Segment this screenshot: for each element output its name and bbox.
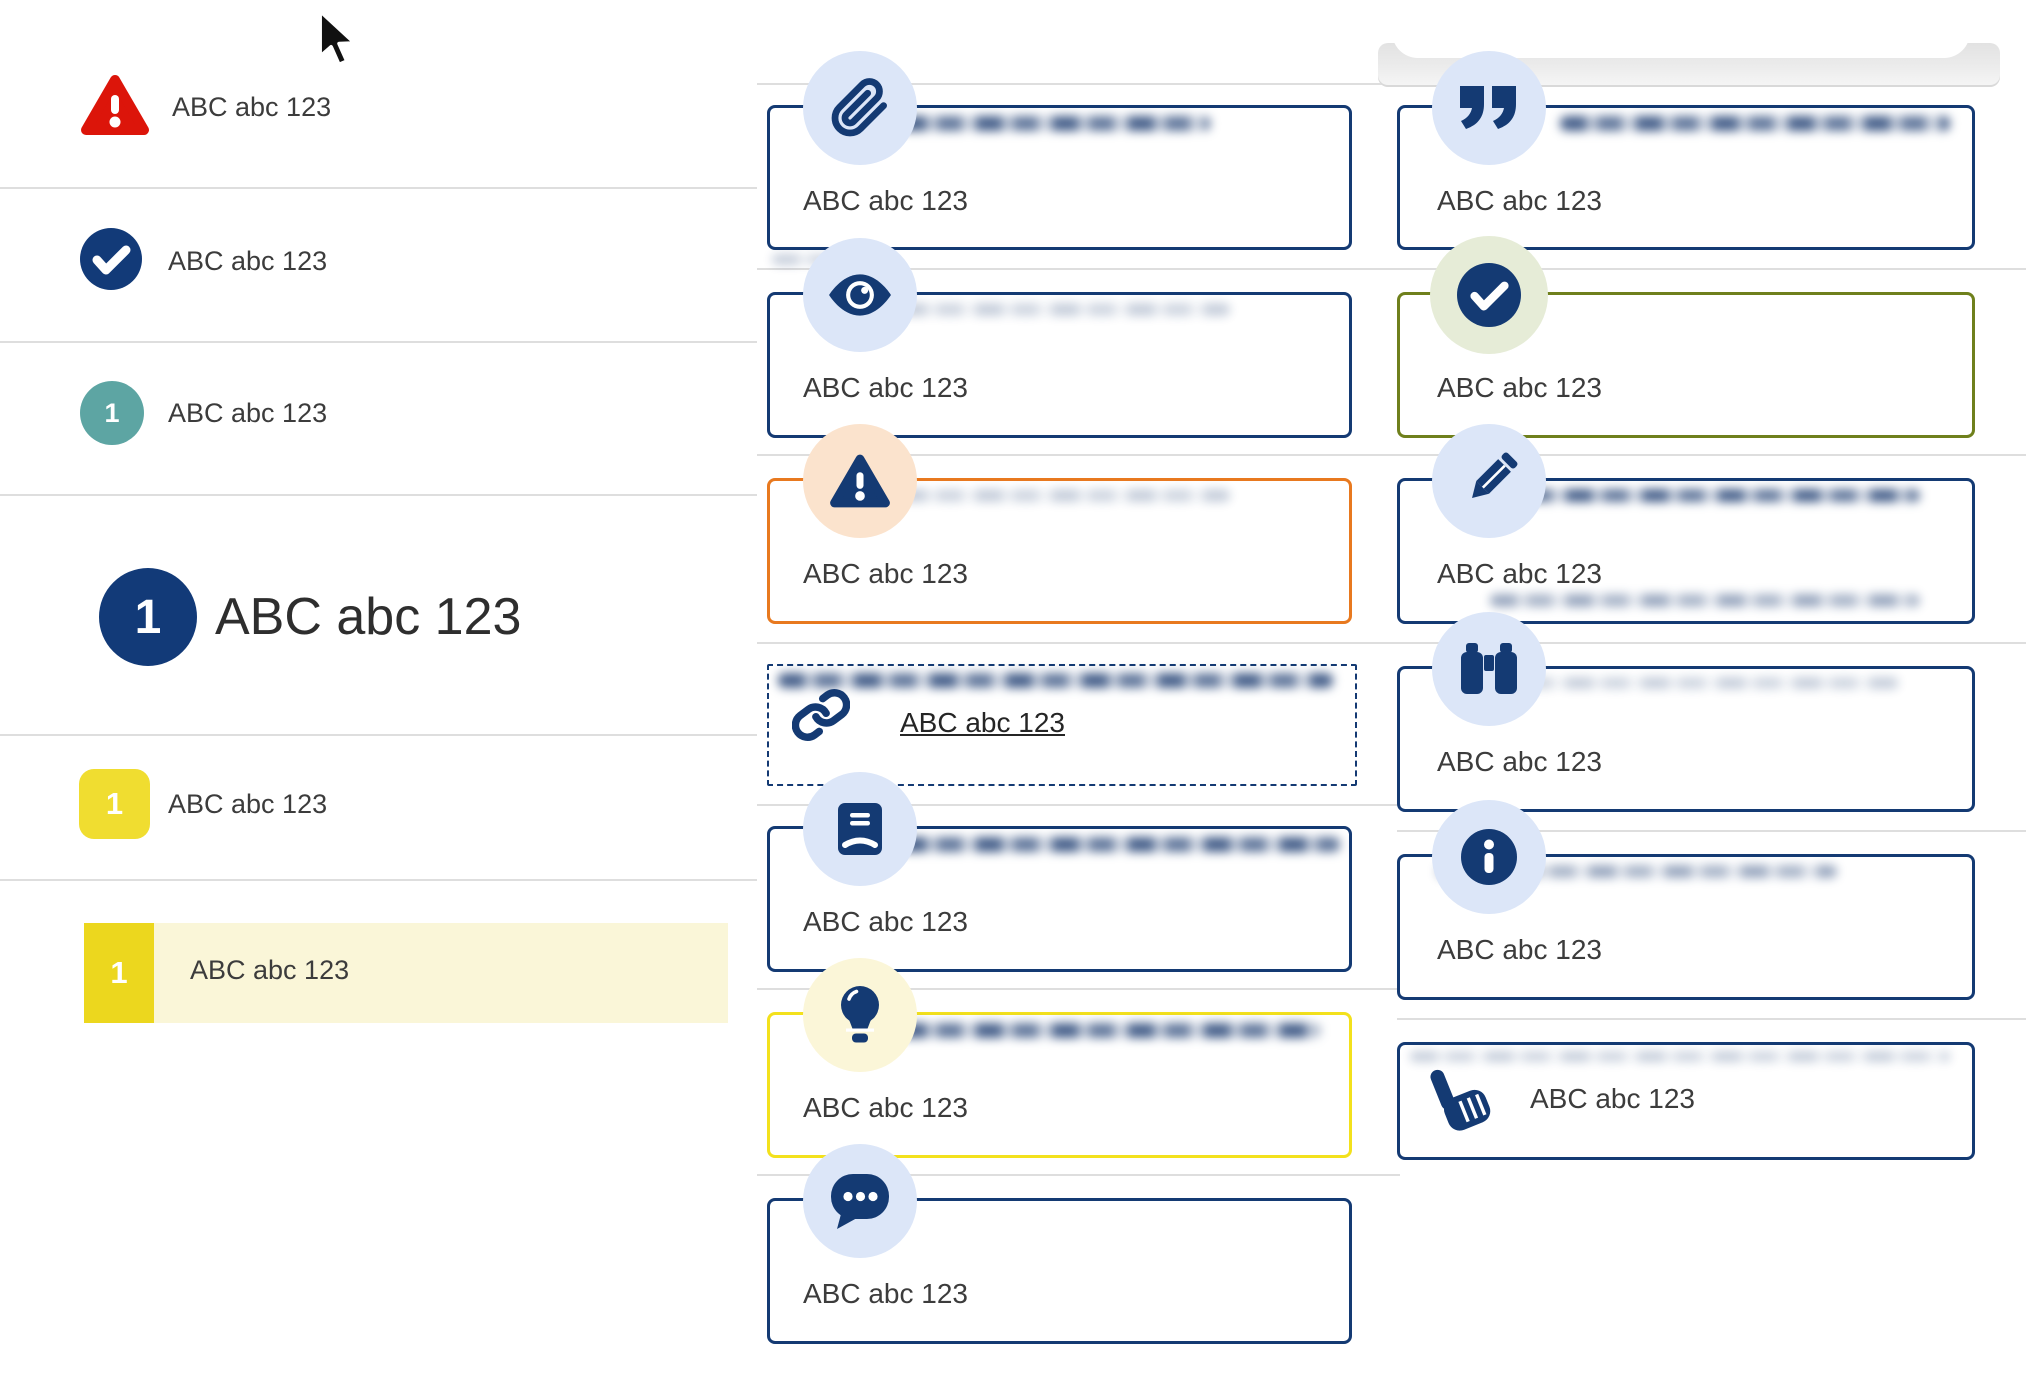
number-badge-yellow: 1 (79, 769, 150, 839)
divider (757, 988, 1400, 990)
list-item-complete[interactable]: ABC abc 123 (0, 214, 327, 308)
redacted-text (1410, 1051, 1950, 1062)
list-item-label: ABC abc 123 (190, 955, 350, 985)
list-item-step-large[interactable]: 1 ABC abc 123 (0, 557, 521, 677)
divider (0, 879, 757, 881)
divider (757, 804, 1400, 806)
pointing-hand-icon (1425, 1058, 1501, 1147)
divider (0, 734, 757, 736)
book-icon (803, 772, 917, 886)
divider (1397, 1018, 2026, 1020)
mouse-cursor (317, 8, 359, 79)
list-item-step-teal[interactable]: 1 ABC abc 123 (0, 366, 327, 460)
divider (1397, 830, 2026, 832)
number-badge-teal: 1 (80, 381, 144, 445)
callout-action[interactable] (1397, 1042, 1975, 1160)
comment-icon (803, 1144, 917, 1258)
callout-label: ABC abc 123 (803, 558, 968, 589)
list-item-label: ABC abc 123 (215, 588, 522, 646)
alert-triangle-icon (803, 424, 917, 538)
link-icon (791, 686, 851, 749)
callout-label: ABC abc 123 (803, 906, 968, 937)
info-icon (1432, 800, 1546, 914)
callout-label: ABC abc 123 (1437, 934, 1602, 965)
check-circle-icon (80, 227, 142, 295)
callout-label: ABC abc 123 (1437, 746, 1602, 777)
divider (757, 83, 1400, 85)
callout-label: ABC abc 123 (1437, 185, 1602, 216)
alert-triangle-icon (78, 72, 152, 143)
redacted-text (900, 1023, 1320, 1038)
divider (1397, 642, 2026, 644)
list-item-label: ABC abc 123 (168, 788, 328, 819)
pencil-icon (1432, 424, 1546, 538)
divider (1397, 268, 2026, 270)
list-item-label: ABC abc 123 (168, 245, 328, 276)
number-badge-yellow-selected: 1 (84, 923, 154, 1023)
binoculars-icon (1432, 612, 1546, 726)
callout-label: ABC abc 123 (803, 372, 968, 403)
redacted-text (778, 673, 1333, 688)
callout-label: ABC abc 123 (1530, 1083, 1695, 1114)
list-item-step-yellow[interactable]: 1 ABC abc 123 (0, 757, 327, 851)
redacted-text (900, 837, 1340, 852)
check-circle-icon (1430, 236, 1548, 354)
callout-link-text[interactable]: ABC abc 123 (900, 707, 1065, 738)
eye-icon (803, 238, 917, 352)
divider (757, 1174, 1400, 1176)
callout-label: ABC abc 123 (1437, 558, 1602, 589)
callout-label: ABC abc 123 (1437, 372, 1602, 403)
row-highlight (84, 923, 728, 1023)
list-item-label: ABC abc 123 (168, 397, 328, 428)
redacted-text (1490, 677, 1900, 689)
previous-card-bottom-edge (1392, 0, 1970, 58)
list-item-label: ABC abc 123 (172, 91, 332, 122)
callout-label: ABC abc 123 (803, 185, 968, 216)
divider (1397, 454, 2026, 456)
lightbulb-icon (803, 958, 917, 1072)
redacted-text (1560, 116, 1950, 131)
paperclip-icon (803, 51, 917, 165)
list-item-alert[interactable]: ABC abc 123 (0, 60, 331, 154)
divider (0, 187, 757, 189)
divider (0, 494, 757, 496)
divider (757, 268, 1400, 270)
redacted-text (900, 303, 1230, 316)
divider (757, 642, 1400, 644)
redacted-text (1490, 594, 1920, 607)
redacted-text (1490, 489, 1920, 502)
callout-label: ABC abc 123 (803, 1278, 968, 1309)
callout-label: ABC abc 123 (803, 1092, 968, 1123)
quote-icon (1432, 51, 1546, 165)
divider (0, 341, 757, 343)
redacted-text (900, 116, 1210, 131)
divider (757, 454, 1400, 456)
number-badge-navy-large: 1 (99, 568, 197, 666)
callout-preview[interactable] (767, 292, 1352, 438)
redacted-text (900, 489, 1230, 502)
